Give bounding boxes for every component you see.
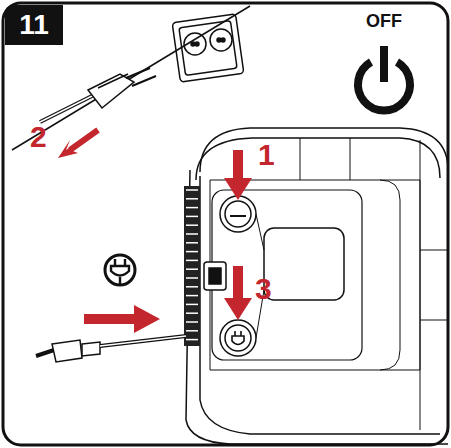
plug-symbol bbox=[105, 255, 135, 285]
arrow bbox=[84, 150, 252, 333]
frame bbox=[3, 3, 448, 445]
divider bbox=[12, 6, 250, 150]
vacuum-cleaner bbox=[184, 128, 448, 444]
callout-number: 2 bbox=[30, 122, 47, 152]
grille-slot bbox=[186, 198, 198, 200]
step-number-box: 11 bbox=[5, 5, 63, 45]
grille-slot bbox=[186, 312, 198, 314]
power-icon bbox=[358, 46, 410, 111]
grille-slot bbox=[186, 321, 198, 323]
grille-slot bbox=[186, 268, 198, 270]
grille-slot bbox=[186, 330, 198, 332]
grille-slot bbox=[186, 251, 198, 253]
grille-slot bbox=[186, 189, 198, 191]
arrow bbox=[70, 130, 98, 150]
grille-slot bbox=[186, 286, 198, 288]
arrow bbox=[58, 128, 98, 158]
mains-plug bbox=[40, 68, 156, 122]
grille-slot bbox=[186, 304, 198, 306]
callout-number: 1 bbox=[258, 140, 275, 170]
grille-slot bbox=[186, 277, 198, 279]
grille-slot bbox=[186, 216, 198, 218]
grille-slot bbox=[186, 295, 198, 297]
grille-slot bbox=[186, 339, 198, 341]
grille-slot bbox=[186, 207, 198, 209]
wall-socket bbox=[172, 14, 244, 82]
grille-slot bbox=[186, 242, 198, 244]
callout-number: 3 bbox=[255, 274, 272, 304]
step-number: 11 bbox=[19, 11, 49, 39]
state-label: OFF bbox=[366, 12, 402, 30]
appliance-cable bbox=[36, 336, 186, 362]
grille-slot bbox=[186, 233, 198, 235]
grille-slot bbox=[186, 260, 198, 262]
grille-slot bbox=[186, 224, 198, 226]
